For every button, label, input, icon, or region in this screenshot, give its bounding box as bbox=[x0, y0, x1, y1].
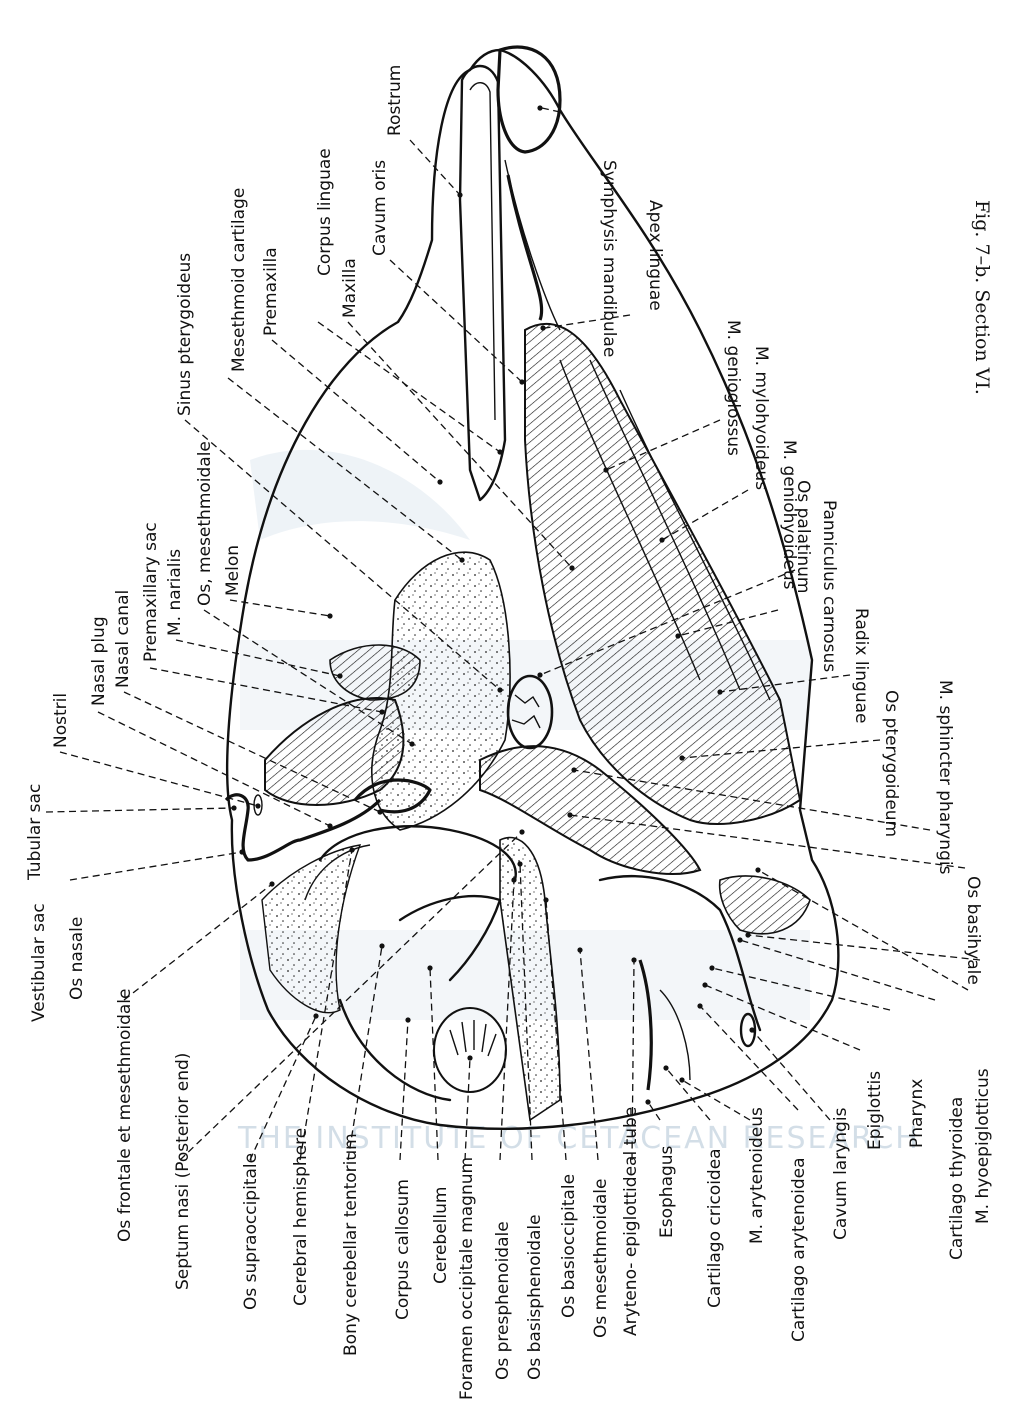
label-os-supraoccipitale: Os supraoccipitale bbox=[241, 1153, 261, 1310]
label-cerebral-hemisphere: Cerebral hemisphere bbox=[291, 1128, 311, 1306]
label-os-frontale: Os frontale et mesethmoidale bbox=[115, 989, 135, 1242]
label-mesethmoid-cartilage: Mesethmoid cartilage bbox=[229, 188, 249, 372]
label-m-genioglossus: M. genioglossus bbox=[723, 320, 743, 456]
label-tubular-sac: Tubular sac bbox=[25, 784, 45, 881]
label-melon: Melon bbox=[223, 545, 243, 596]
label-cavum-laryngis: Cavum laryngis bbox=[831, 1107, 851, 1240]
label-nasal-canal: Nasal canal bbox=[113, 590, 133, 688]
label-foramen-occipitale: Foramen occipitale magnum bbox=[457, 1157, 477, 1400]
label-os-basisphenoidale: Os basisphenoidale bbox=[525, 1214, 545, 1380]
label-rostrum: Rostrum bbox=[385, 65, 405, 136]
label-premaxillary-sac: Premaxillary sac bbox=[141, 522, 161, 662]
watermark-text: THE INSTITUTE OF CETACEAN RESEARCH bbox=[237, 1121, 920, 1156]
label-cartilago-thyroidea: Cartilago thyroidea bbox=[947, 1097, 967, 1260]
label-m-arytenoideus: M. arytenoideus bbox=[747, 1107, 767, 1244]
label-nostril: Nostril bbox=[51, 693, 71, 748]
label-m-narialis: M. narialis bbox=[165, 549, 185, 636]
label-os-mesethmoidale-a: Os, mesethmoidale bbox=[195, 441, 215, 606]
label-aryteno-tube: Aryteno- epiglottideal tube bbox=[621, 1107, 641, 1336]
label-sinus-pterygoideus: Sinus pterygoideus bbox=[175, 253, 195, 416]
labels: Rostrum Symphysis mandibulae Cavum oris … bbox=[25, 65, 993, 1400]
label-epiglottis: Epiglottis bbox=[865, 1071, 885, 1150]
label-maxilla: Maxilla bbox=[340, 258, 360, 318]
label-os-pterygoideum: Os pterygoideum bbox=[881, 690, 901, 837]
label-os-nasale: Os nasale bbox=[67, 917, 87, 1000]
label-septum-nasi: Septum nasi (Posterior end) bbox=[173, 1053, 193, 1290]
label-pharynx: Pharynx bbox=[907, 1079, 927, 1148]
label-esophagus: Esophagus bbox=[657, 1145, 677, 1238]
label-cavum-oris: Cavum oris bbox=[370, 160, 390, 256]
label-os-presphenoidale: Os presphenoidale bbox=[493, 1221, 513, 1380]
label-vestibular-sac: Vestibular sac bbox=[29, 903, 49, 1022]
label-nasal-plug: Nasal plug bbox=[89, 616, 109, 706]
label-premaxilla: Premaxilla bbox=[261, 247, 281, 336]
figure-caption: Fig. 7–b. Section VI. bbox=[971, 200, 993, 395]
label-radix-linguae: Radix linguae bbox=[851, 608, 871, 724]
label-cerebellum: Cerebellum bbox=[431, 1187, 451, 1284]
label-os-mesethmoidale-b: Os mesethmoidale bbox=[591, 1179, 611, 1339]
label-panniculus: Panniculus carnosus bbox=[819, 500, 839, 672]
label-m-sphincter: M. sphincter pharyngis bbox=[935, 680, 955, 875]
label-symphysis: Symphysis mandibulae bbox=[599, 160, 619, 357]
label-os-palatinum: Os palatinum bbox=[793, 480, 813, 594]
label-cartilago-cricoidea: Cartilago cricoidea bbox=[705, 1148, 725, 1308]
label-corpus-linguae: Corpus linguae bbox=[315, 148, 335, 276]
label-m-hyoepiglotticus: M. hyoepiglotticus bbox=[973, 1068, 993, 1224]
label-os-basihyale: Os basihyale bbox=[963, 876, 983, 985]
label-apex-linguae: Apex linguae bbox=[645, 200, 665, 311]
label-corpus-callosum: Corpus callosum bbox=[393, 1179, 413, 1320]
label-m-mylohyoideus: M. mylohyoideus bbox=[751, 346, 771, 490]
label-cartilago-arytenoidea: Cartilago arytenoidea bbox=[789, 1157, 809, 1342]
label-os-basioccipitale: Os basioccipitale bbox=[559, 1174, 579, 1318]
label-bony-tentorium: Bony cerebellar tentorium bbox=[341, 1133, 361, 1356]
